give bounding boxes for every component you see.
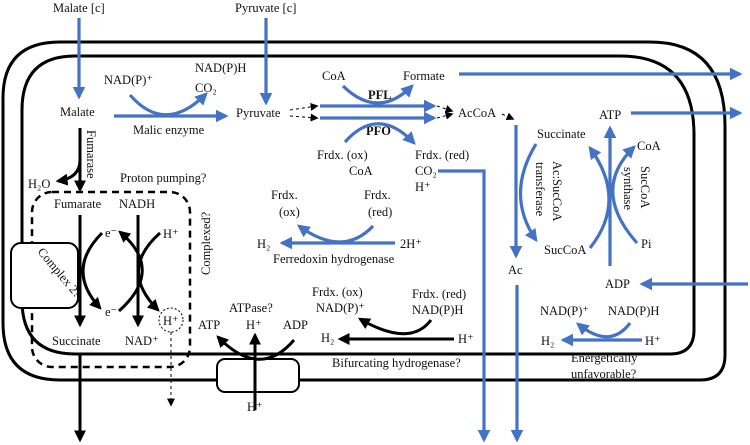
synthase-enzyme-line2: synthase [621,167,635,211]
bif-nadph-red-label: NAD(P)H [412,303,463,317]
fdh-frdx-ox-line1: Frdx. [271,188,298,202]
transferase-enzyme-line1: Ac:SucCoA [550,161,564,221]
malate-external-label: Malate [c] [53,1,105,15]
malate-label: Malate [60,105,95,119]
pfl-cofactor-arc [341,84,414,105]
fdh-2h-label: 2H⁺ [400,237,422,251]
fumarase-water-arc [55,159,82,186]
bif-nadp-ox-label: NAD(P)⁺ [316,301,365,315]
complex2-proton-in-label: H⁺ [163,227,179,241]
nadph-hyd-arc [576,322,632,339]
fdh-enzyme-label: Ferredoxin hydrogenase [273,252,395,266]
accoa-dash-right [501,112,515,120]
pyruvate-external-label: Pyruvate [c] [235,1,296,15]
pfo-coa-label: CoA [349,164,373,178]
pyruvate-label: Pyruvate [236,106,281,120]
nadph-hyd-proton-label: H⁺ [645,334,661,348]
synthase-coa-label: CoA [637,139,661,153]
complex2-box [10,242,79,309]
accoa-dash-bottom [436,111,454,120]
fdh-frdx-ox-line2: (ox) [279,205,300,219]
nadp-plus-label: NAD(P)⁺ [104,73,153,87]
proton-right-arc [137,231,161,312]
bif-arc [357,317,433,336]
electron-right-arc [118,230,144,313]
pyruvate-dash-bottom [289,113,319,122]
nad-label: NAD⁺ [125,334,159,348]
nadph-hyd-ox-label: NAD(P)⁺ [540,304,589,318]
synthase-enzyme-line1: SucCoA [638,166,652,208]
fdh-frdx-red-line2: (red) [368,205,392,219]
malic-enzyme-label: Malic enzyme [133,123,205,137]
atpase-proton-bottom-label: H⁺ [247,400,263,414]
atpase-proton-top-label: H⁺ [246,318,262,332]
acetate-label: Ac [508,263,523,277]
pfo-cofactor-arc [343,122,416,145]
bif-proton-label: H⁺ [458,332,474,346]
fdh-frdx-red-line1: Frdx. [364,188,391,202]
formate-label: Formate [403,69,445,83]
pyruvate-dash-top [289,102,319,111]
nadph-hyd-h2-label: H₂ [541,334,554,348]
pfo-proton-label: H⁺ [415,180,431,194]
synthase-right-arc [611,145,639,245]
succinate-label: Succinate [52,334,101,348]
atpase-adp-label: ADP [283,318,308,332]
electron-top-label: e⁻ [105,226,117,240]
pfl-enzyme-label: PFL [368,88,392,102]
pumped-proton-circle [158,307,184,333]
atpase-box [216,358,300,393]
bif-frdx-red-label: Frdx. (red) [412,287,466,301]
atpase-arc [216,335,296,361]
co2-export-arrow [438,169,491,443]
transferase-enzyme-line2: transferase [533,162,547,217]
electron-left-arc [81,231,104,310]
fumarate-label: Fumarate [54,197,102,211]
inner-membrane [20,54,696,356]
electron-bottom-label: e⁻ [105,305,117,319]
nadph-hyd-red-label: NAD(P)H [608,304,659,318]
bif-frdx-ox-label: Frdx. (ox) [312,285,363,299]
fdh-arc [296,224,375,244]
bif-h2-label: H₂ [321,331,334,345]
malic-enzyme-cofactor-arc [128,92,208,117]
complexed-label: Complexed? [199,211,213,275]
transferase-succinate-label: Succinate [537,127,586,141]
adp-synthase-label: ADP [605,277,630,291]
atpase-label: ATPase? [229,301,273,315]
pfo-co2-label: CO₂ [415,164,437,178]
pfo-frdx-ox-label: Frdx. (ox) [317,148,368,162]
nadph-label: NAD(P)H [195,61,246,75]
nadph-hyd-note-line2: unfavorable? [571,367,637,381]
water-label: H₂O [28,177,50,191]
pfo-frdx-red-label: Frdx. (red) [415,148,469,162]
co2-label: CO₂ [195,81,217,95]
atpase-atp-label: ATP [198,318,220,332]
fdh-h2-label: H₂ [257,237,270,251]
nadph-hyd-note-line1: Energetically [571,351,638,365]
complex2-proton-out-label: H⁺ [163,314,179,328]
accoa-label: AcCoA [458,106,496,120]
atp-synthase-label: ATP [599,108,621,122]
transferase-arc [519,143,538,243]
fumarase-label: Fumarase [84,130,98,179]
bif-enzyme-label: Bifurcating hydrogenase? [332,356,461,370]
accoa-dash-top [436,105,454,113]
nadh-label: NADH [119,197,155,211]
succoa-label: SucCoA [544,243,586,257]
synthase-left-arc [588,145,611,249]
proton-pumping-label: Proton pumping? [120,171,207,185]
outer-membrane [1,40,727,382]
pfo-enzyme-label: PFO [366,124,391,138]
synthase-pi-label: Pi [641,237,652,251]
pfl-coa-label: CoA [322,69,346,83]
